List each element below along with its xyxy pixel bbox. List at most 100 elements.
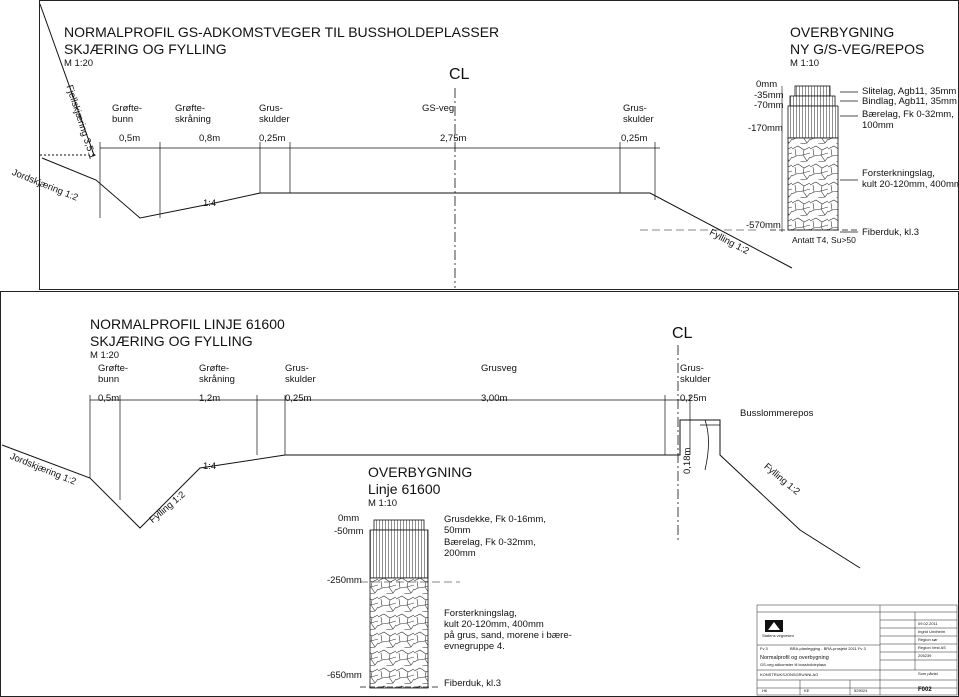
bottom-col-3-w: 0,25m [285, 393, 312, 404]
bottom-centerline-label: CL [672, 325, 693, 342]
tb-ks: KE [804, 688, 810, 693]
top-col-1-l1: Grøfte- [112, 103, 143, 114]
top-ob-depth-1: -35mm [754, 90, 784, 101]
bottom-col-1-w: 0,5m [98, 393, 120, 404]
bottom-col-4-w: 3,00m [481, 393, 508, 404]
fjellskjaering-line [39, 3, 95, 156]
bottom-col-5-w: 0,25m [680, 393, 707, 404]
tb-fv: Fv 3 [760, 646, 768, 651]
bottom-col-1-l2: bunn [98, 374, 120, 385]
bottom-col-2-w: 1,2m [199, 393, 221, 404]
tb-project: BRA-planlegging - BRA-prosjekt 2011 Fv 3 [790, 646, 866, 651]
top-col-3-l2: skulder [259, 114, 290, 125]
tb-drawing-no: F002 [918, 687, 932, 693]
top-ob-fiberduk: Fiberduk, kl.3 [862, 227, 920, 238]
tb-drawn: Ingrid Undheim [918, 629, 946, 634]
top-ob-depth-4: -570mm [746, 220, 781, 231]
bottom-ob-title-1: OVERBYGNING [368, 464, 473, 480]
tb-drawing-title-1: Normalprofil og overbygning [760, 655, 829, 661]
bottom-col-4-l1: Grusveg [481, 363, 517, 374]
bottom-ob-layer-3: Bærelag, Fk 0-32mm, [444, 537, 536, 548]
bottom-col-1-l1: Grøfte- [98, 363, 129, 374]
tb-owner: Statens vegvesen [762, 633, 794, 638]
top-col-1-l2: bunn [112, 114, 134, 125]
bottom-scale: M 1:20 [90, 350, 120, 361]
top-ob-layer-3: Bærelag, Fk 0-32mm, [862, 109, 954, 120]
bottom-curb-height: 0,18m [682, 447, 693, 474]
top-col-2-l2: skråning [175, 114, 211, 125]
top-ob-layer-1: Slitelag, Agb11, 35mm [862, 86, 957, 97]
top-col-5-w: 0,25m [621, 133, 648, 144]
bottom-col-3-l1: Grus- [285, 363, 309, 374]
top-ob-antatt: Antatt T4, Su>50 [792, 235, 856, 245]
top-ground-profile [41, 157, 793, 269]
bottom-ob-depth-2: -250mm [327, 575, 362, 586]
bottom-ob-fiberduk: Fiberduk, kl.3 [444, 678, 502, 689]
top-col-2-w: 0,8m [199, 133, 221, 144]
top-col-2-l1: Grøfte- [175, 103, 206, 114]
top-col-1-w: 0,5m [119, 133, 141, 144]
tb-projnr: 205239 [918, 653, 932, 658]
top-ob-title-2: NY G/S-VEG/REPOS [790, 41, 925, 57]
top-col-5-l2: skulder [623, 114, 654, 125]
top-ob-depth-2: -70mm [754, 100, 784, 111]
bottom-ob-layer-1: Grusdekke, Fk 0-16mm, [444, 514, 546, 525]
bottom-profile-lines [1, 345, 861, 569]
bottom-slope-14: 1:4 [203, 461, 217, 472]
top-title-1: NORMALPROFIL GS-ADKOMSTVEGER TIL BUSSHOL… [64, 24, 500, 40]
tb-date: 09.02.2011 [918, 621, 938, 626]
bottom-ob-depth-3: -650mm [327, 670, 362, 681]
bottom-col-2-l2: skråning [199, 374, 235, 385]
bottom-title-2: SKJÆRING OG FYLLING [90, 333, 253, 349]
top-ob-layer-4: 100mm [862, 120, 894, 131]
bottom-ob-depth-1: -50mm [334, 526, 364, 537]
tb-drawing-title-2: GS-veg adkomster til bussholdeplass [760, 662, 827, 667]
top-ob-scale: M 1:10 [790, 58, 820, 69]
baselines [360, 229, 760, 583]
bottom-ob-forst-1: Forsterkningslag, [444, 608, 517, 619]
bottom-ob-forst-2: kult 20-120mm, 400mm [444, 619, 544, 630]
tb-nr: 529024 [854, 688, 868, 693]
bottom-ground-profile [1, 419, 861, 569]
tb-scale: Som påvist [918, 671, 938, 676]
bottom-col-3-l2: skulder [285, 374, 316, 385]
bottom-col-2-l1: Grøfte- [199, 363, 230, 374]
top-col-5-l1: Grus- [623, 103, 647, 114]
tb-approved: Region Vest AS [918, 645, 946, 650]
top-slope-14: 1:4 [203, 198, 217, 209]
tb-checked: Region sør [918, 637, 938, 642]
top-ob-title-1: OVERBYGNING [790, 24, 895, 40]
bottom-overbygning-block [360, 519, 440, 689]
bottom-ob-title-2: Linje 61600 [368, 481, 441, 497]
bottom-ob-layer-4: 200mm [444, 548, 476, 559]
bottom-ob-forst-4: evnegruppe 4. [444, 641, 505, 652]
top-profile-lines [39, 3, 793, 288]
top-ob-depth-0: 0mm [756, 79, 778, 90]
bottom-busslomme: Busslommerepos [740, 408, 814, 419]
bottom-ob-scale: M 1:10 [368, 498, 398, 509]
top-col-4-w: 2,75m [440, 133, 467, 144]
top-col-4-l1: GS-veg [422, 103, 455, 114]
tb-hm: H6 [762, 688, 768, 693]
statens-vegvesen-logo [765, 620, 783, 632]
title-block-grid [756, 604, 958, 696]
top-col-3-w: 0,25m [259, 133, 286, 144]
top-scale: M 1:20 [64, 58, 94, 69]
bottom-ob-layer-2: 50mm [444, 525, 471, 536]
tb-type: KONSTRUKSJONSGRUNNLAG [760, 672, 819, 677]
top-ob-forst-2: kult 20-120mm, 400mm [862, 179, 959, 190]
top-centerline-label: CL [449, 66, 470, 83]
top-ob-forst-1: Forsterkningslag, [862, 168, 935, 179]
top-col-3-l1: Grus- [259, 103, 283, 114]
bottom-title-1: NORMALPROFIL LINJE 61600 [90, 316, 285, 332]
bottom-col-5-l2: skulder [680, 374, 711, 385]
top-ob-depth-3: -170mm [748, 123, 783, 134]
top-overbygning-block [770, 85, 860, 233]
top-ob-layer-2: Bindlag, Agb11, 35mm [862, 96, 957, 107]
bottom-ob-depth-0: 0mm [338, 513, 360, 524]
bottom-col-5-l1: Grus- [680, 363, 704, 374]
top-title-2: SKJÆRING OG FYLLING [64, 41, 227, 57]
bottom-ob-forst-3: på grus, sand, morene i bære- [444, 630, 572, 641]
